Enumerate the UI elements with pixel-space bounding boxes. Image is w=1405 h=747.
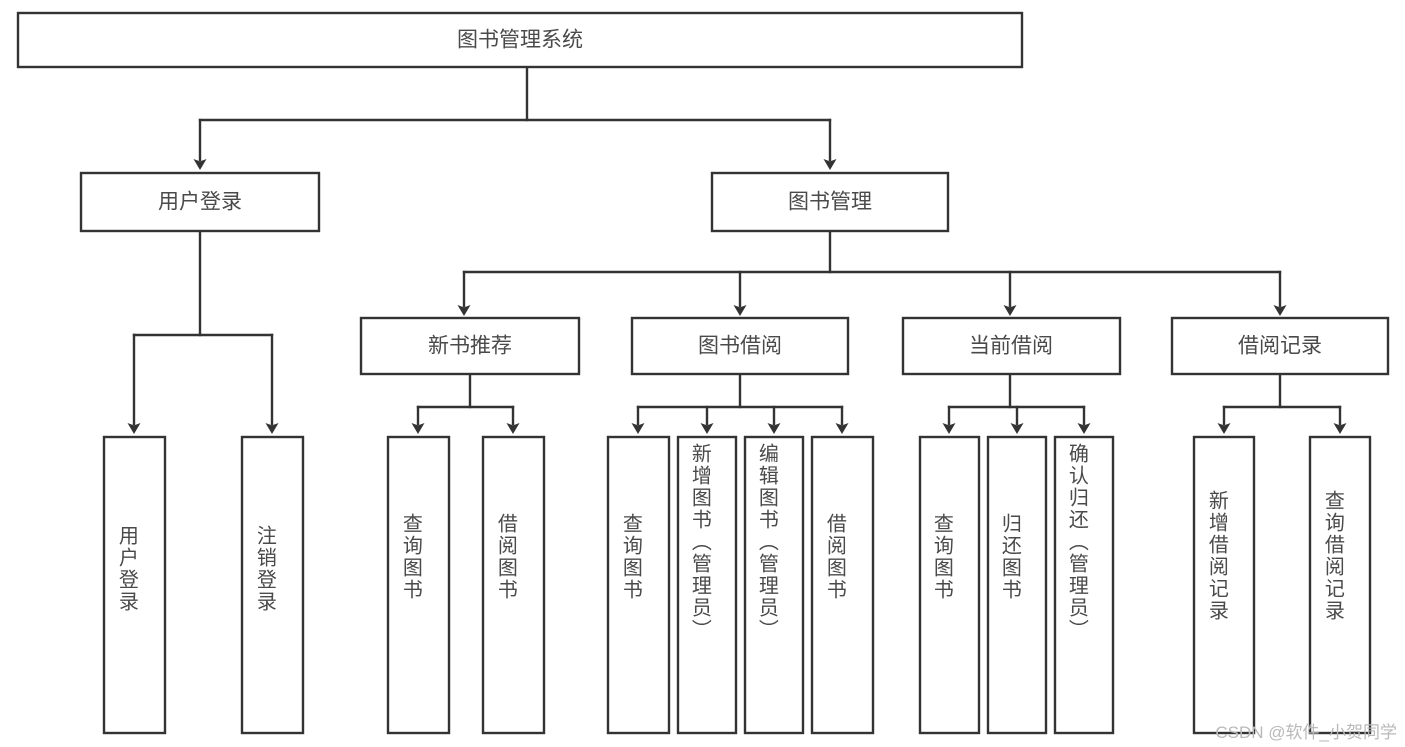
node-leaf-logout[interactable]: 注销登录 [240, 435, 305, 735]
node-leaf-add-book-admin-box[interactable] [676, 435, 738, 735]
node-leaf-borrow-book-1[interactable]: 借阅图书 [481, 435, 546, 735]
node-leaf-borrow-book-2-box[interactable] [810, 435, 875, 735]
node-book-manage[interactable]: 图书管理 [710, 171, 950, 233]
node-user-login-box[interactable] [79, 171, 321, 233]
node-leaf-borrow-book-1-box[interactable] [481, 435, 546, 735]
node-leaf-borrow-book-1-label: 借阅图书 [494, 513, 517, 601]
node-leaf-query-book-3-box[interactable] [918, 435, 981, 735]
node-current-borrow-label: 当前借阅 [969, 335, 1053, 358]
node-leaf-query-borrow-record-box[interactable] [1308, 435, 1372, 735]
node-leaf-add-borrow-record[interactable]: 新增借阅记录 [1192, 435, 1256, 735]
node-book-manage-box[interactable] [710, 171, 950, 233]
node-leaf-edit-book-admin[interactable]: 编辑图书（管理员） [743, 435, 805, 735]
node-borrow-record[interactable]: 借阅记录 [1170, 316, 1390, 376]
node-leaf-return-book[interactable]: 归还图书 [986, 435, 1048, 735]
node-book-borrow-label: 图书借阅 [698, 335, 782, 358]
node-leaf-borrow-book-2-label: 借阅图书 [823, 513, 846, 601]
node-leaf-query-book-1-box[interactable] [386, 435, 451, 735]
node-user-login-label: 用户登录 [158, 191, 242, 214]
node-new-book-rec-label: 新书推荐 [428, 335, 512, 358]
node-borrow-record-box[interactable] [1170, 316, 1390, 376]
node-borrow-record-label: 借阅记录 [1238, 335, 1322, 358]
node-leaf-user-login[interactable]: 用户登录 [102, 435, 167, 735]
node-leaf-confirm-return-admin[interactable]: 确认归还（管理员） [1053, 435, 1115, 735]
node-leaf-query-book-1-label: 查询图书 [399, 513, 422, 601]
node-new-book-rec[interactable]: 新书推荐 [359, 316, 581, 376]
node-book-manage-label: 图书管理 [788, 191, 872, 214]
node-current-borrow[interactable]: 当前借阅 [901, 316, 1122, 376]
node-book-borrow-box[interactable] [630, 316, 850, 376]
node-leaf-query-book-2[interactable]: 查询图书 [606, 435, 671, 735]
node-leaf-add-book-admin[interactable]: 新增图书（管理员） [676, 435, 738, 735]
node-leaf-logout-box[interactable] [240, 435, 305, 735]
node-leaf-query-book-2-box[interactable] [606, 435, 671, 735]
node-leaf-query-book-2-label: 查询图书 [619, 513, 642, 601]
node-leaf-add-borrow-record-label: 新增借阅记录 [1205, 490, 1228, 622]
connector-layer [127, 65, 1347, 434]
node-leaf-edit-book-admin-label: 编辑图书（管理员） [755, 443, 778, 641]
node-leaf-confirm-return-admin-box[interactable] [1053, 435, 1115, 735]
node-leaf-user-login-box[interactable] [102, 435, 167, 735]
node-leaf-logout-label: 注销登录 [253, 525, 276, 613]
node-leaf-confirm-return-admin-label: 确认归还（管理员） [1065, 443, 1088, 641]
node-user-login[interactable]: 用户登录 [79, 171, 321, 233]
node-new-book-rec-box[interactable] [359, 316, 581, 376]
node-leaf-query-book-1[interactable]: 查询图书 [386, 435, 451, 735]
node-root[interactable]: 图书管理系统 [16, 11, 1024, 69]
node-root-box[interactable] [16, 11, 1024, 69]
node-book-borrow[interactable]: 图书借阅 [630, 316, 850, 376]
node-leaf-borrow-book-2[interactable]: 借阅图书 [810, 435, 875, 735]
node-leaf-query-book-3[interactable]: 查询图书 [918, 435, 981, 735]
node-leaf-query-borrow-record[interactable]: 查询借阅记录 [1308, 435, 1372, 735]
node-current-borrow-box[interactable] [901, 316, 1122, 376]
node-leaf-query-borrow-record-label: 查询借阅记录 [1321, 490, 1344, 622]
node-leaf-edit-book-admin-box[interactable] [743, 435, 805, 735]
node-leaf-add-borrow-record-box[interactable] [1192, 435, 1256, 735]
node-leaf-user-login-label: 用户登录 [115, 525, 138, 613]
node-leaf-return-book-label: 归还图书 [998, 513, 1021, 601]
node-root-label: 图书管理系统 [457, 29, 583, 52]
node-leaf-add-book-admin-label: 新增图书（管理员） [688, 443, 711, 641]
node-leaf-return-book-box[interactable] [986, 435, 1048, 735]
node-leaf-query-book-3-label: 查询图书 [930, 513, 953, 601]
